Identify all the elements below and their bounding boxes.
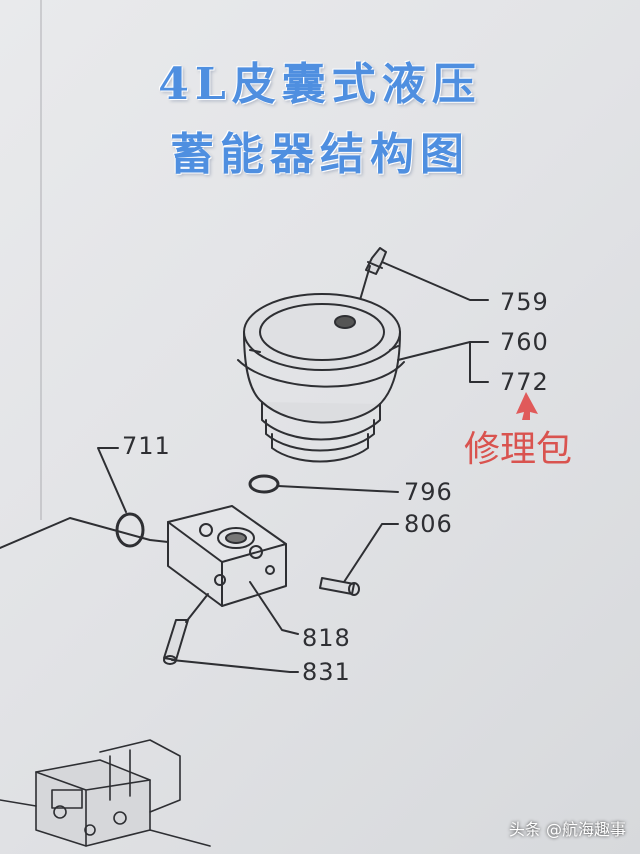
leader-796 [277, 485, 399, 493]
label-818: 818 [302, 624, 351, 652]
pipe-line-left [0, 517, 169, 549]
paper-fold-line [40, 0, 42, 520]
o-ring-796 [248, 474, 280, 494]
watermark: 头条 @航海趣事 [508, 820, 626, 839]
label-806: 806 [404, 510, 453, 538]
repair-kit-label: 修理包 [464, 429, 573, 470]
label-711: 711 [122, 432, 171, 460]
leader-806 [343, 523, 399, 583]
leader-760 [397, 341, 489, 361]
label-772: 772 [500, 368, 549, 396]
o-ring-711 [115, 512, 145, 548]
assembly-sketch [0, 739, 211, 847]
repair-kit-arrow [516, 392, 538, 420]
screw-831 [163, 619, 189, 665]
label-831: 831 [302, 658, 351, 686]
leader-831 [171, 659, 299, 673]
label-760: 760 [500, 328, 549, 356]
title-line-1: 4L皮囊式液压 [158, 59, 482, 110]
leader-759 [381, 261, 489, 301]
gas-valve-759 [359, 247, 387, 301]
label-759: 759 [500, 288, 549, 316]
screw-806 [319, 577, 360, 596]
leader-711 [97, 447, 127, 513]
accumulator-shell [237, 293, 405, 463]
leader-818 [249, 581, 299, 635]
valve-block-818 [167, 505, 287, 607]
label-796: 796 [404, 478, 453, 506]
leader-772 [469, 341, 489, 383]
title-line-2: 蓄能器结构图 [170, 129, 470, 180]
